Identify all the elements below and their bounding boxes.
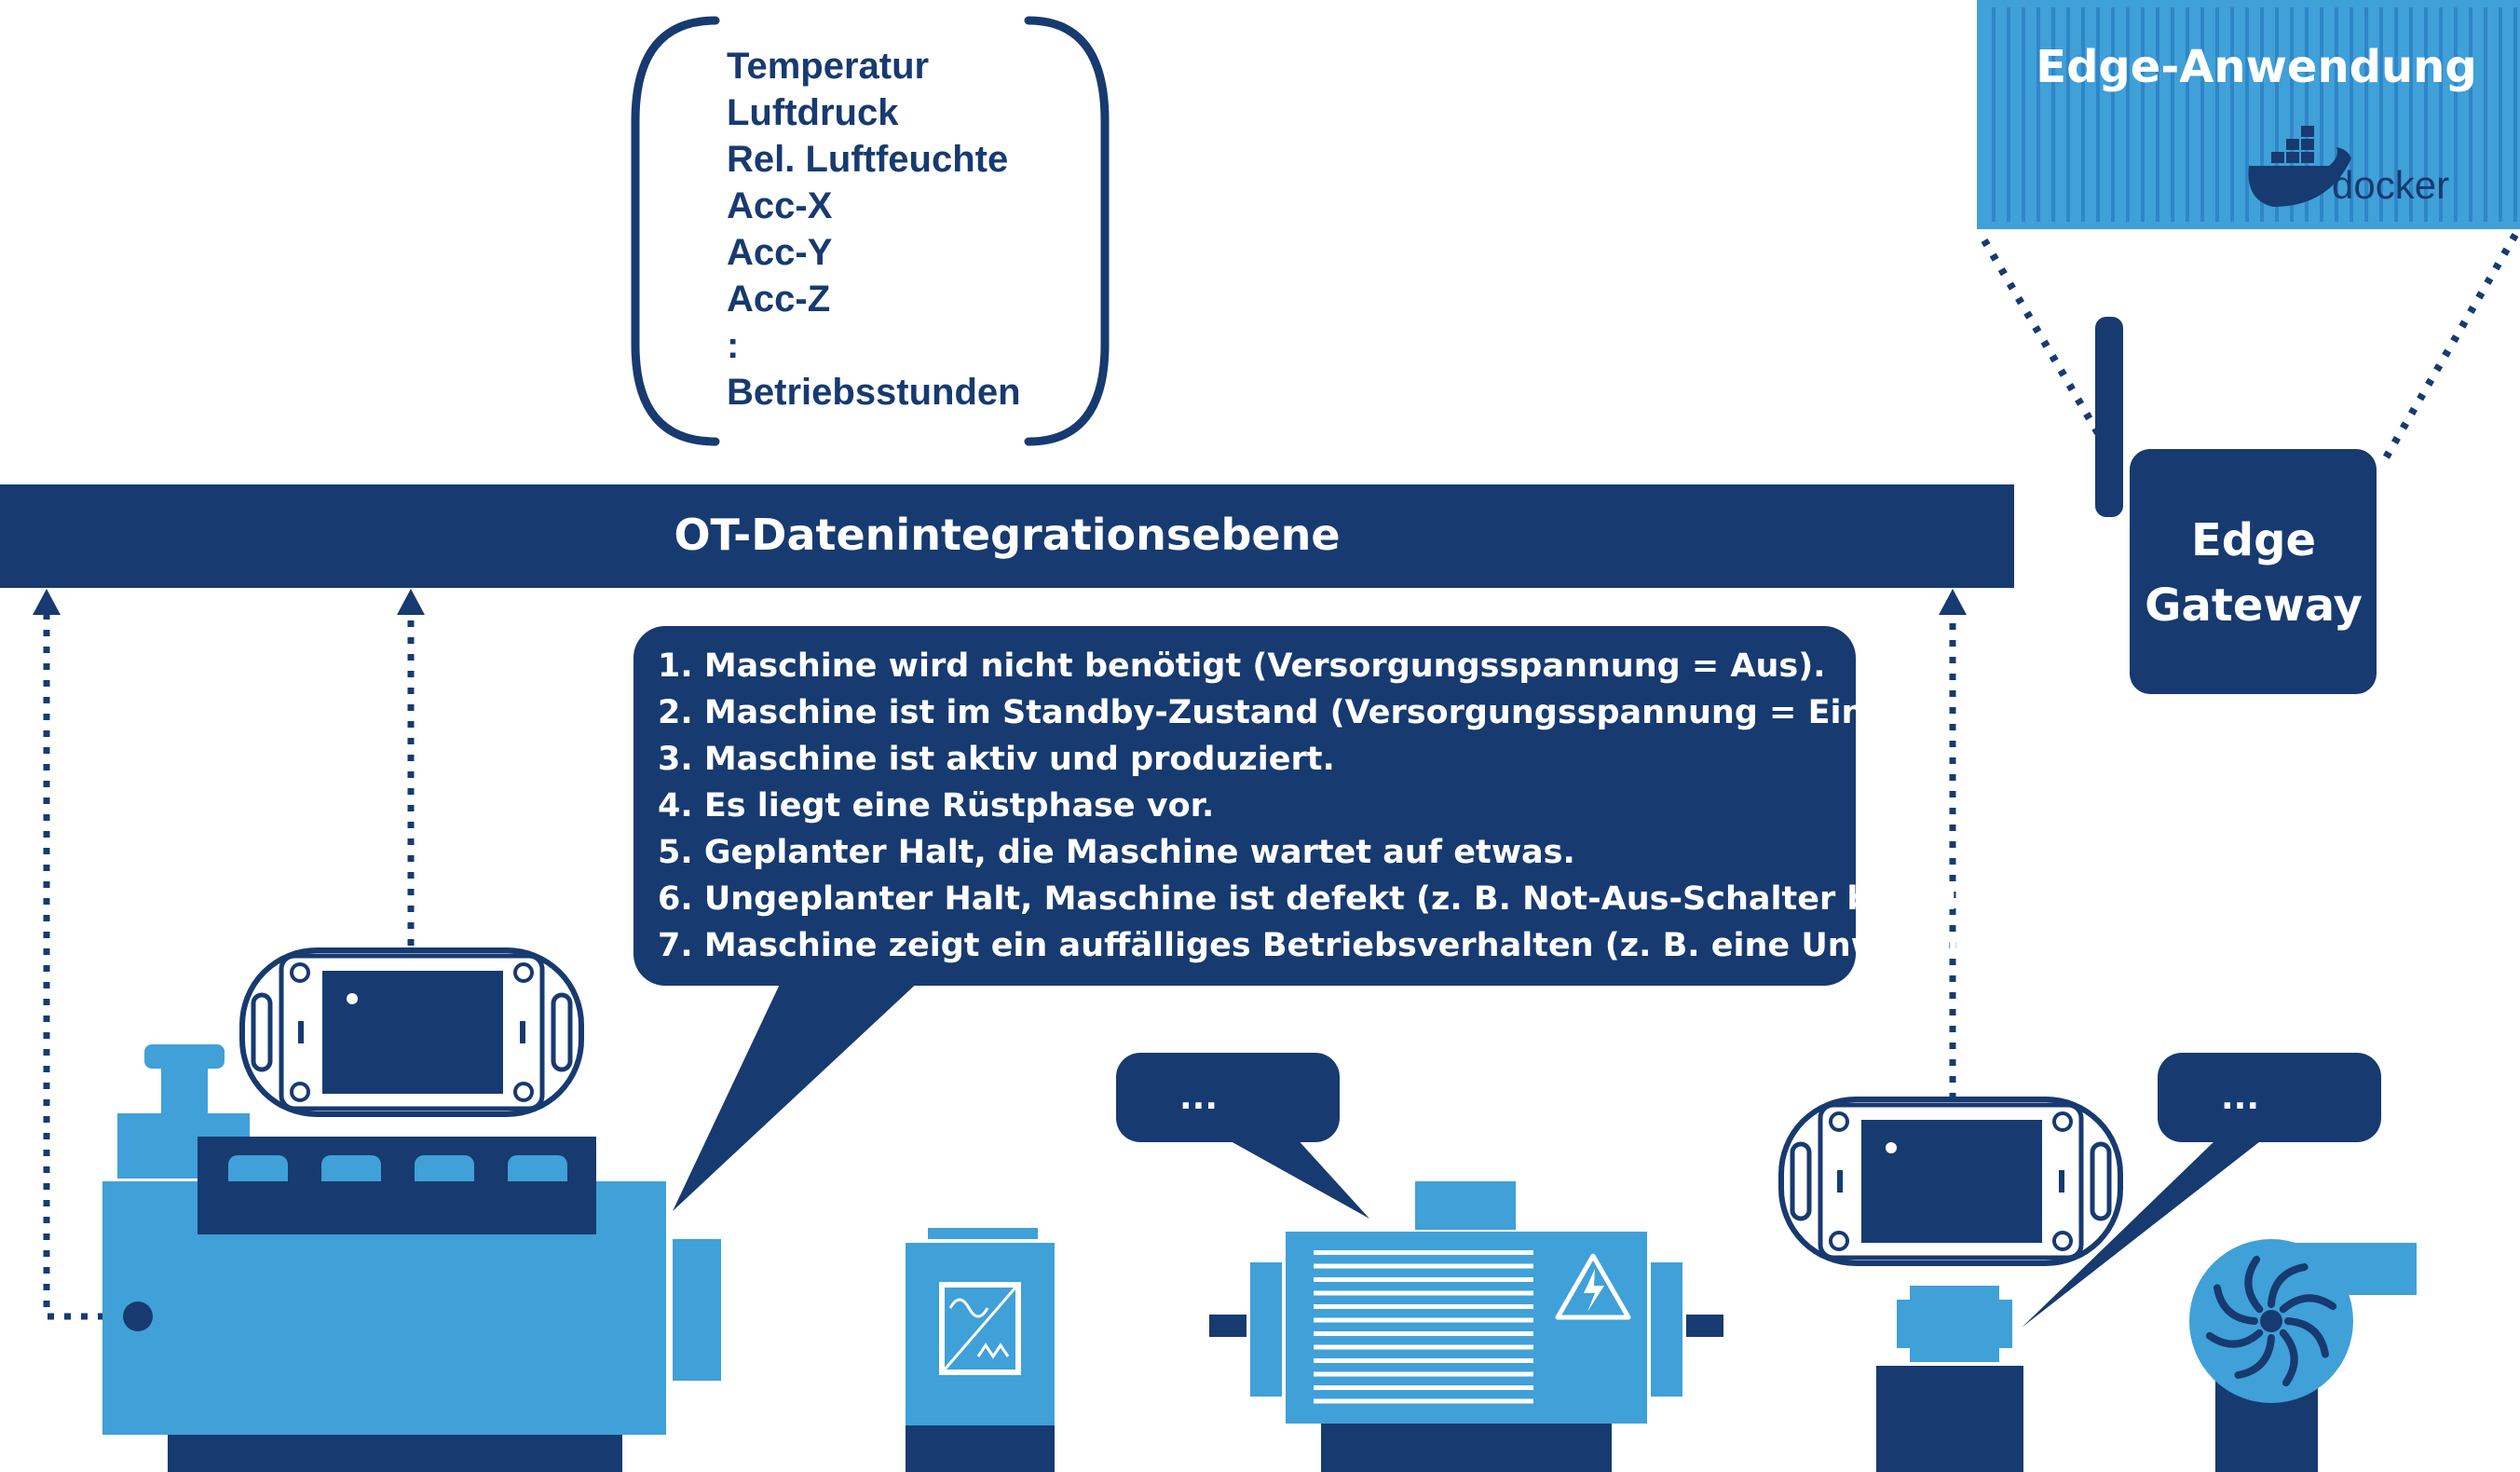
impeller-blade	[2268, 1263, 2309, 1308]
left-bracket	[631, 16, 720, 446]
motor-fin	[1314, 1371, 1533, 1377]
impeller-blade	[2284, 1317, 2329, 1358]
pump-speech-bubble: ...	[2022, 1053, 2381, 1328]
edge-app-title: Edge-Anwendung	[2036, 41, 2476, 93]
data-item: Betriebsstunden	[727, 372, 1021, 413]
motor-fin	[1314, 1344, 1533, 1350]
motor-fin	[1314, 1331, 1533, 1336]
electric-motor-icon	[1209, 1181, 1723, 1472]
arrowhead-icon	[33, 589, 61, 615]
edge-application-container: Edge-Anwendung docker	[1977, 0, 2520, 229]
data-item: Luftdruck	[727, 92, 899, 133]
motor-fin	[1314, 1290, 1533, 1296]
motor-fin	[1314, 1277, 1533, 1282]
state-item: 2. Maschine ist im Standby-Zustand (Vers…	[658, 694, 1892, 731]
machine-states-bubble: 1. Maschine wird nicht benötigt (Versorg…	[633, 626, 2023, 1211]
gateway-label-line2: Gateway	[2145, 579, 2363, 632]
state-item: 4. Es liegt eine Rüstphase vor.	[658, 787, 1214, 825]
state-item: 7. Maschine zeigt ein auffälliges Betrie…	[658, 927, 1990, 964]
pump-bubble-text: ...	[2221, 1079, 2259, 1117]
state-item: 1. Maschine wird nicht benötigt (Versorg…	[658, 647, 1826, 685]
data-item: Temperatur	[727, 46, 929, 87]
motor-speech-bubble: ...	[1116, 1053, 1369, 1219]
pump-machine	[1876, 1239, 2417, 1472]
ot-integration-layer: OT-Datenintegrationsebene	[0, 484, 2014, 588]
state-item: 5. Geplanter Halt, die Maschine wartet a…	[658, 834, 1575, 871]
state-item: 3. Maschine ist aktiv und produziert.	[658, 741, 1335, 778]
high-voltage-warning-icon	[1555, 1253, 1631, 1320]
sensor-node-icon	[1778, 1097, 2123, 1266]
data-item: Acc-Y	[727, 232, 833, 273]
arrowhead-icon	[1939, 589, 1967, 615]
impeller-blade	[2244, 1255, 2264, 1314]
impeller-blade	[2279, 1294, 2337, 1314]
sensor-data-list: Temperatur Luftdruck Rel. Luftfeuchte Ac…	[631, 16, 1110, 446]
frequency-converter-icon	[906, 1228, 1055, 1472]
motor-fin	[1314, 1317, 1533, 1323]
impeller-blade	[2205, 1329, 2264, 1348]
data-item: Rel. Luftfeuchte	[727, 139, 1008, 180]
engine-sensor-port	[123, 1302, 153, 1331]
data-flow-arrows	[43, 607, 1956, 1320]
impeller-blade	[2279, 1329, 2298, 1387]
docker-whale-icon	[2248, 126, 2351, 207]
impeller-blade	[2234, 1334, 2275, 1379]
gateway-label-line1: Edge	[2191, 514, 2316, 566]
state-item: 6. Ungeplanter Halt, Maschine ist defekt…	[658, 880, 2023, 918]
motor-fin	[1314, 1250, 1533, 1255]
data-item: Acc-Z	[727, 279, 830, 320]
arrowhead-icon	[397, 589, 425, 615]
edge-gateway: Edge Gateway	[2095, 317, 2377, 694]
data-item: :	[727, 325, 739, 366]
motor-fin	[1314, 1385, 1533, 1390]
ot-layer-label: OT-Datenintegrationsebene	[674, 510, 1340, 560]
container-to-gateway-lines	[1981, 232, 2519, 469]
motor-fin	[1314, 1304, 1533, 1309]
gateway-antenna	[2095, 317, 2123, 517]
impeller-blade	[2214, 1284, 2258, 1325]
data-item: Acc-X	[727, 185, 833, 226]
engine-icon	[102, 1044, 721, 1472]
sensor-node-icon	[239, 947, 584, 1117]
motor-fin	[1314, 1263, 1533, 1269]
right-bracket	[1024, 16, 1110, 446]
motor-fin	[1314, 1398, 1533, 1404]
motor-bubble-text: ...	[1179, 1079, 1218, 1117]
motor-fin	[1314, 1358, 1533, 1363]
docker-logo-text: docker	[2332, 163, 2449, 207]
pump-impeller-icon	[2189, 1239, 2353, 1403]
